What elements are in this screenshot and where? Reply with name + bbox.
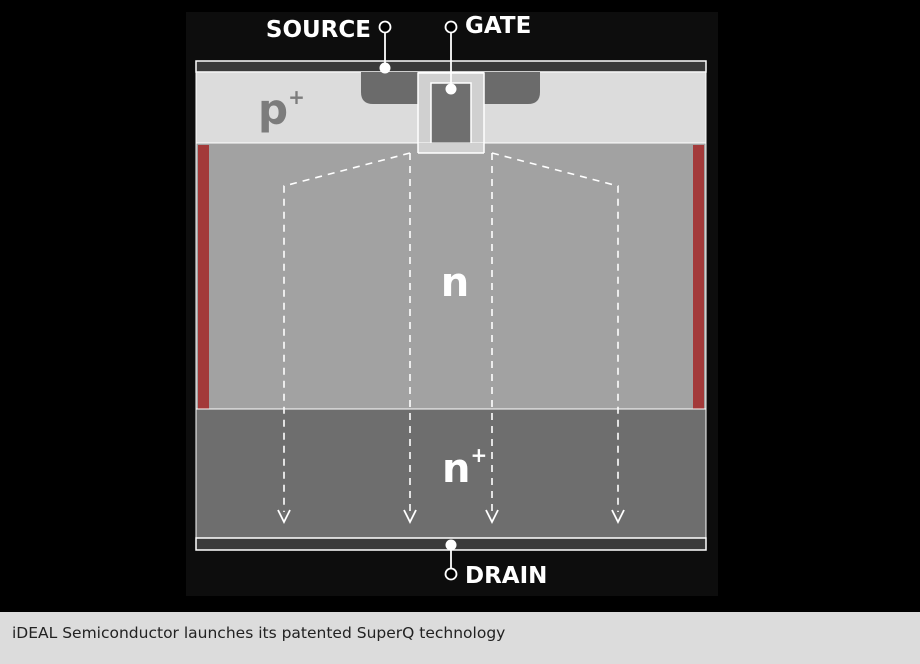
source-well-left <box>361 72 418 104</box>
side-trench-right <box>693 145 704 409</box>
p-plus-label: p+ <box>258 85 305 134</box>
n-plus-label: n+ <box>442 443 487 492</box>
gate-label: GATE <box>465 13 531 39</box>
arrowhead-outer-left <box>277 509 291 525</box>
source-label: SOURCE <box>266 17 371 43</box>
arrowhead-outer-right <box>611 509 625 525</box>
source-terminal-icon <box>378 20 392 34</box>
p-plus-sup: + <box>288 85 305 109</box>
gate-contact-dot <box>445 83 457 95</box>
n-plus-base: n <box>442 446 470 492</box>
drain-terminal-icon <box>444 567 458 581</box>
n-region-label: n <box>441 260 469 306</box>
n-plus-sup: + <box>470 443 487 467</box>
arrowhead-inner-right <box>485 509 499 525</box>
gate-terminal-icon <box>444 20 458 34</box>
drain-label: DRAIN <box>465 563 547 589</box>
figure-caption: iDEAL Semiconductor launches its patente… <box>12 624 506 642</box>
mosfet-cross-section: SOURCE GATE DRAIN p+ n n+ <box>186 12 718 596</box>
n-drift-region <box>195 142 707 410</box>
current-path-outer-right <box>491 152 619 512</box>
device-svg: SOURCE GATE DRAIN p+ n n+ <box>186 12 718 596</box>
p-plus-base: p <box>258 85 288 134</box>
source-contact-dot <box>379 62 391 74</box>
caption-bar: iDEAL Semiconductor launches its patente… <box>0 612 920 664</box>
source-well-right <box>484 72 540 104</box>
side-trench-left <box>198 145 209 409</box>
current-path-outer-left <box>283 152 411 512</box>
gate-trench-bottom <box>418 143 484 153</box>
arrowhead-inner-left <box>403 509 417 525</box>
